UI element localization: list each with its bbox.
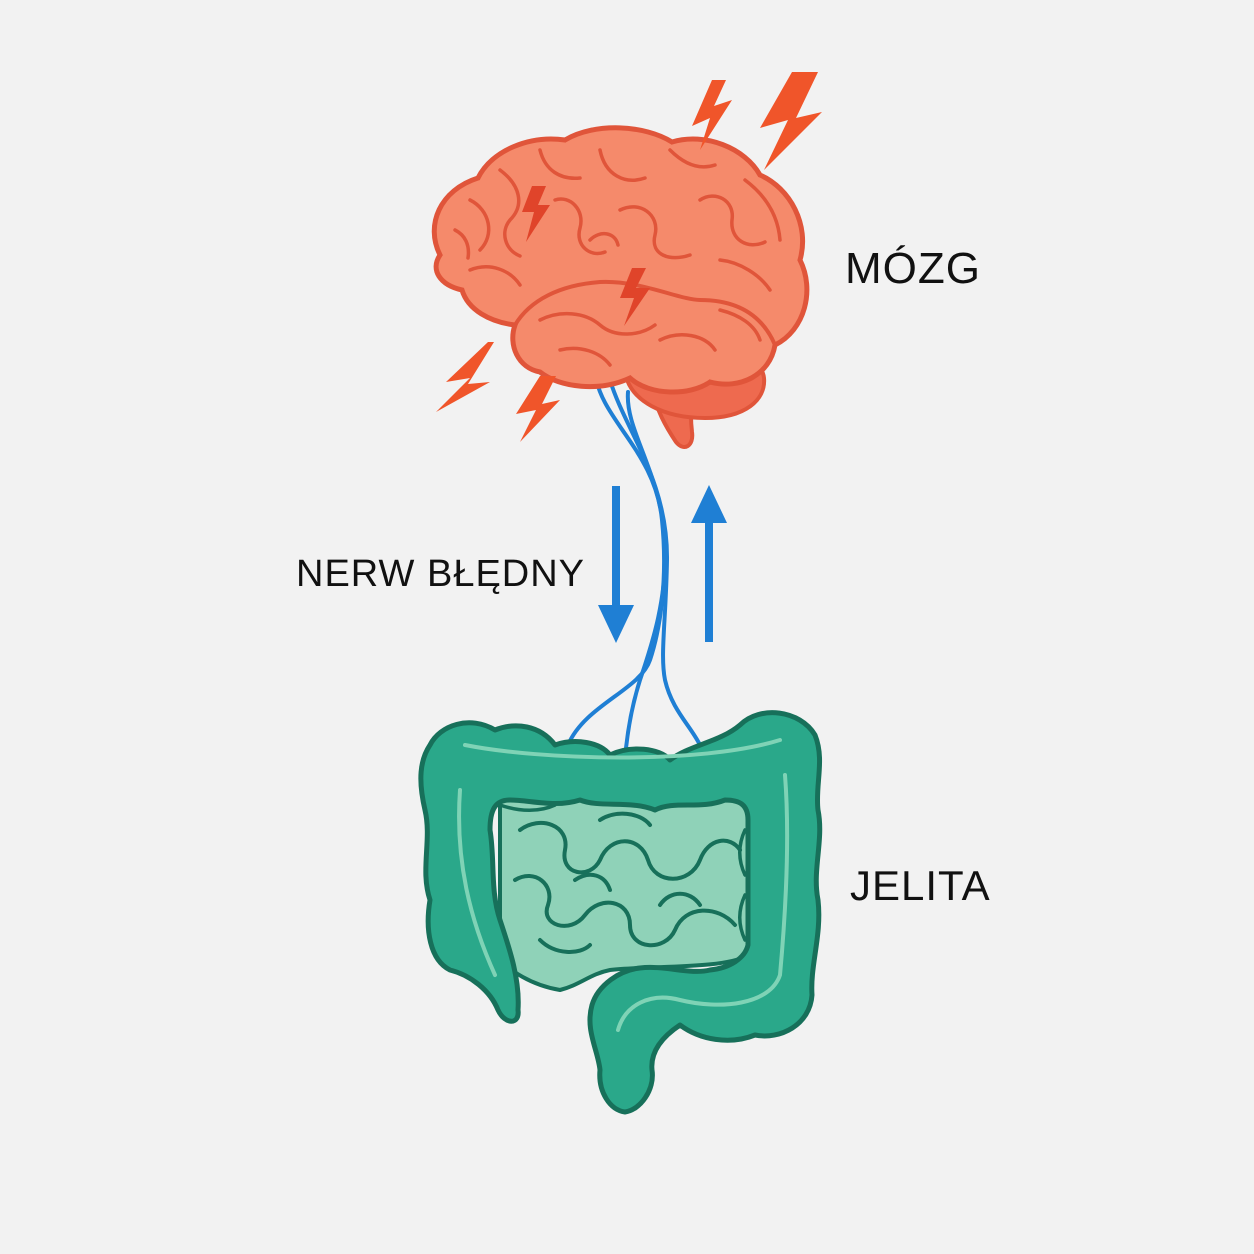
brain-label: MÓZG — [845, 244, 981, 293]
lightning-bolt-icon — [436, 342, 494, 412]
intestines-icon — [418, 710, 823, 1115]
arrow-up-icon — [691, 485, 727, 642]
vagus-nerve-label: NERW BŁĘDNY — [296, 553, 586, 595]
lightning-bolt-icon — [516, 376, 560, 442]
lightning-bolts — [436, 72, 822, 442]
lightning-bolt-icon — [620, 268, 650, 326]
brain-icon — [431, 125, 810, 449]
lightning-bolt-icon — [522, 186, 550, 242]
lightning-bolt-icon — [760, 72, 822, 170]
arrow-down-icon — [598, 486, 634, 643]
intestines-label: JELITA — [850, 862, 991, 909]
vagus-nerve — [566, 370, 702, 750]
lightning-bolt-icon — [692, 80, 732, 150]
